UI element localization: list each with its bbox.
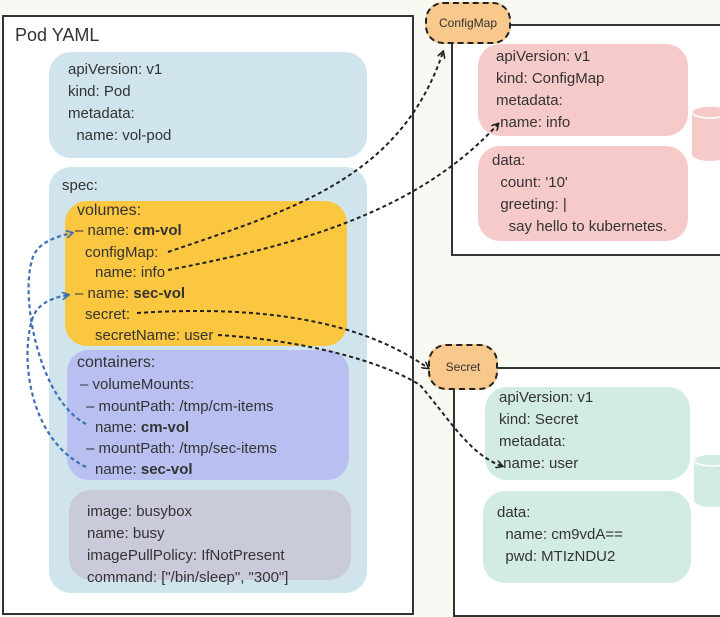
volume-cm-name: – name: cm-vol bbox=[75, 220, 182, 242]
volumes-block: volumes: – name: cm-vol configMap: name:… bbox=[65, 201, 347, 346]
secret-metadata-block: apiVersion: v1 kind: Secret metadata: na… bbox=[485, 387, 690, 480]
configmap-storage-cylinder-icon bbox=[691, 105, 720, 161]
yaml-line: metadata: bbox=[68, 105, 135, 122]
yaml-line: pwd: MTIzNDU2 bbox=[497, 548, 616, 565]
yaml-line: apiVersion: v1 bbox=[496, 48, 591, 65]
yaml-line: name: info bbox=[95, 264, 166, 281]
yaml-line: imagePullPolicy: IfNotPresent bbox=[87, 547, 285, 564]
yaml-line: metadata: bbox=[499, 433, 566, 450]
yaml-line: data: bbox=[497, 504, 531, 521]
yaml-line: apiVersion: v1 bbox=[68, 61, 163, 78]
yaml-key: – name: bbox=[75, 222, 134, 239]
configmap-data-block: data: count: '10' greeting: | say hello … bbox=[478, 146, 688, 241]
pod-yaml-title: Pod YAML bbox=[15, 25, 100, 45]
yaml-line: kind: ConfigMap bbox=[496, 70, 605, 87]
yaml-line: metadata: bbox=[496, 92, 563, 109]
yaml-line: kind: Secret bbox=[499, 411, 579, 428]
yaml-line: command: ["/bin/sleep", "300"] bbox=[87, 569, 289, 586]
containers-label: containers: bbox=[77, 354, 156, 371]
yaml-line: – volumeMounts: bbox=[80, 376, 195, 393]
configmap-metadata-block: apiVersion: v1 kind: ConfigMap metadata:… bbox=[478, 44, 688, 136]
secret-data-block: data: name: cm9vdA== pwd: MTIzNDU2 bbox=[483, 491, 691, 583]
secret-tag: Secret bbox=[428, 344, 498, 390]
yaml-value: cm-vol bbox=[133, 222, 182, 239]
container-details-block: image: busybox name: busy imagePullPolic… bbox=[69, 490, 351, 586]
yaml-key: name: bbox=[95, 461, 141, 478]
yaml-line: data: bbox=[492, 152, 526, 169]
spec-label: spec: bbox=[62, 177, 98, 194]
yaml-line: secretName: user bbox=[95, 327, 214, 344]
yaml-line: kind: Pod bbox=[68, 83, 131, 100]
mount-cm-name: name: cm-vol bbox=[95, 417, 189, 439]
yaml-key: name: bbox=[95, 419, 141, 436]
yaml-line: greeting: | bbox=[492, 196, 567, 213]
yaml-line: secret: bbox=[85, 306, 131, 323]
yaml-line: image: busybox bbox=[87, 503, 193, 520]
yaml-value: sec-vol bbox=[140, 461, 193, 478]
secret-storage-cylinder-icon bbox=[693, 453, 720, 507]
containers-block: containers: – volumeMounts: – mountPath:… bbox=[67, 350, 349, 480]
configmap-tag: ConfigMap bbox=[425, 2, 511, 44]
yaml-line: name: info bbox=[496, 114, 571, 131]
yaml-line: name: cm9vdA== bbox=[497, 526, 623, 543]
yaml-line: – mountPath: /tmp/cm-items bbox=[86, 398, 274, 415]
yaml-line: – mountPath: /tmp/sec-items bbox=[86, 440, 277, 457]
yaml-line: count: '10' bbox=[492, 174, 568, 191]
yaml-line: say hello to kubernetes. bbox=[492, 218, 668, 235]
yaml-line: name: user bbox=[499, 455, 579, 472]
yaml-key: – name: bbox=[75, 285, 134, 302]
yaml-line: name: busy bbox=[87, 525, 165, 542]
yaml-line: apiVersion: v1 bbox=[499, 389, 594, 406]
yaml-value: cm-vol bbox=[140, 419, 190, 436]
yaml-line: configMap: bbox=[85, 244, 159, 261]
mount-sec-name: name: sec-vol bbox=[95, 459, 193, 481]
volumes-label: volumes: bbox=[77, 202, 142, 219]
yaml-line: name: vol-pod bbox=[68, 127, 172, 144]
pod-metadata-block: apiVersion: v1 kind: Pod metadata: name:… bbox=[49, 52, 367, 158]
volume-sec-name: – name: sec-vol bbox=[75, 283, 185, 305]
yaml-value: sec-vol bbox=[133, 285, 186, 302]
